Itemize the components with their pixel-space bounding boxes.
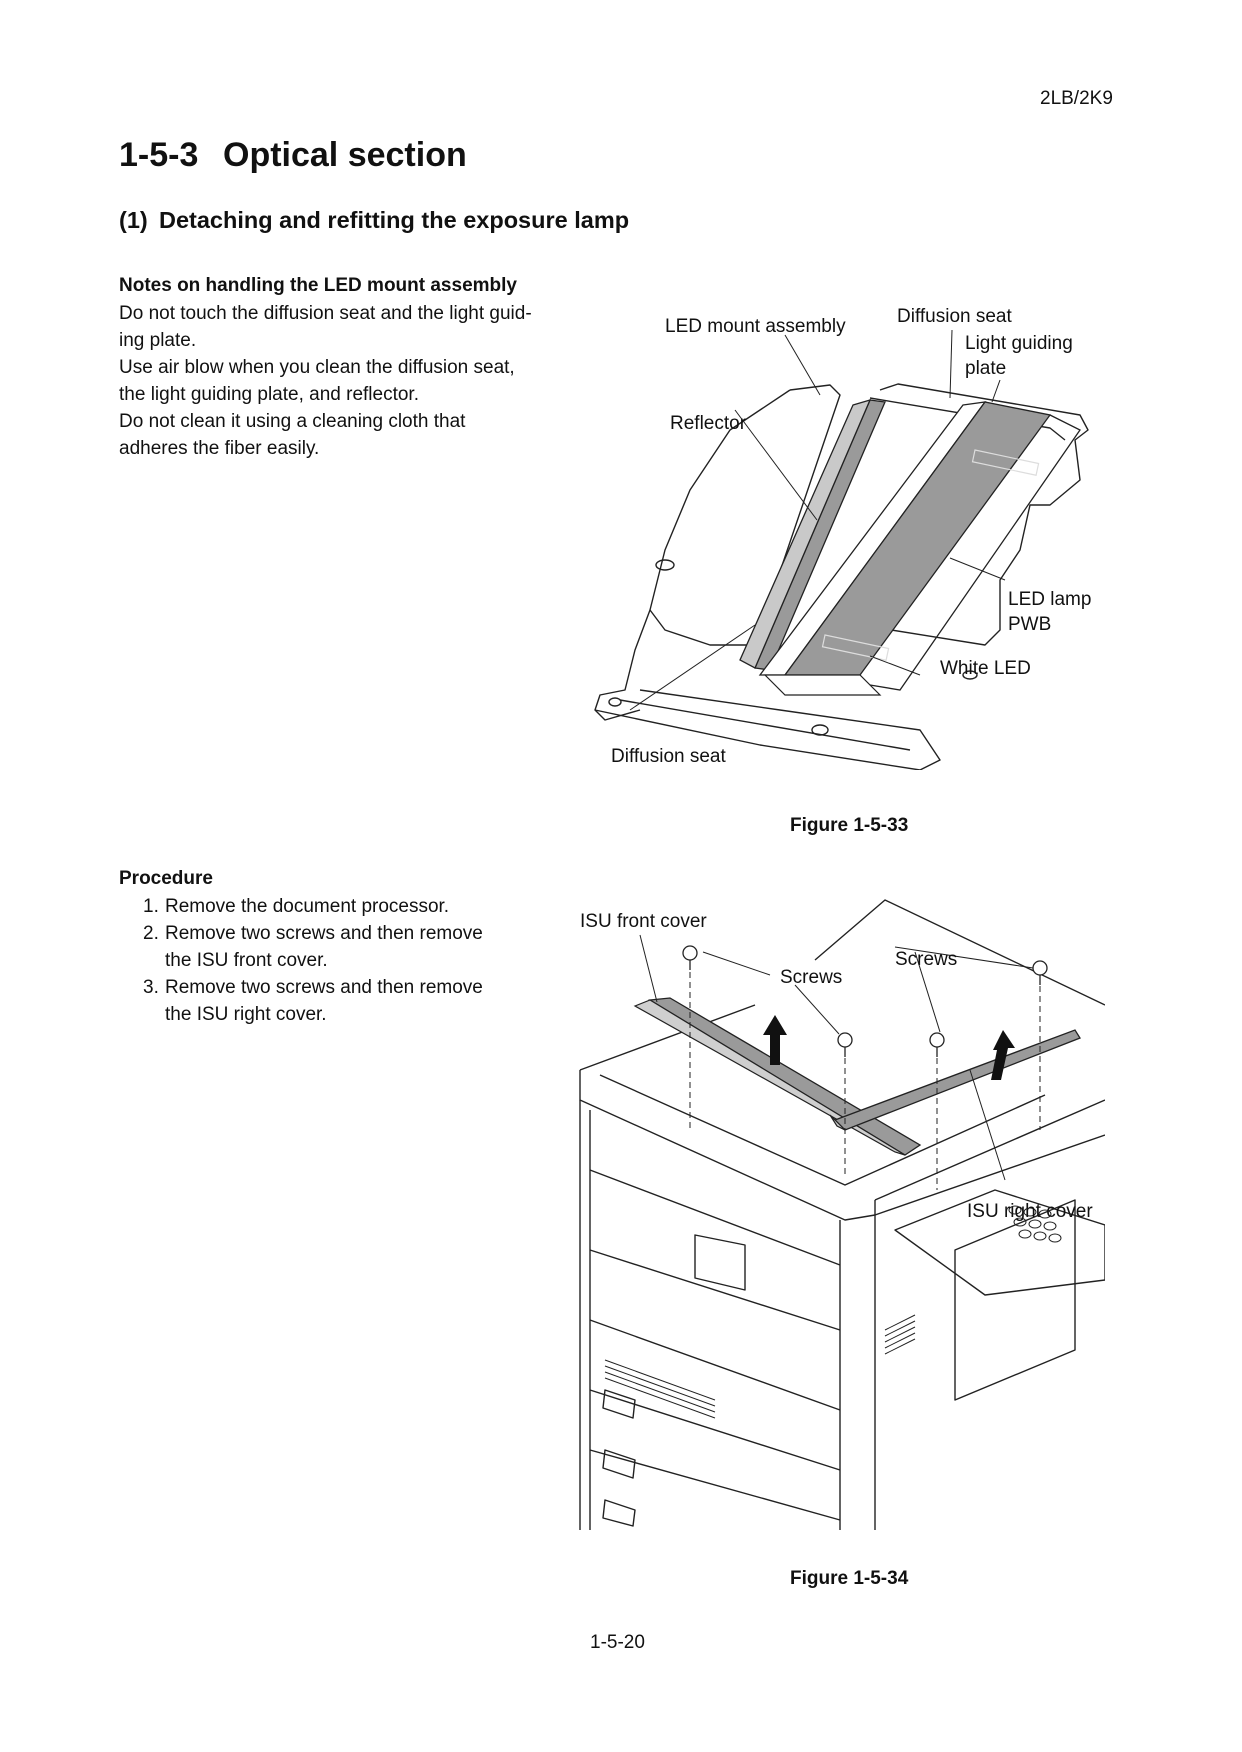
led-mount-assembly-illustration — [594, 329, 1089, 770]
step-number: 3. — [143, 977, 159, 998]
label-line: PWB — [1008, 614, 1052, 635]
notes-line: ing plate. — [119, 330, 197, 351]
label-diffusion-seat-bottom: Diffusion seat — [611, 746, 726, 767]
label-led-lamp-pwb: LED lamp PWB — [1008, 587, 1091, 637]
label-isu-front-cover: ISU front cover — [580, 911, 707, 932]
step-text: Remove two screws and then remove the IS… — [165, 977, 483, 1025]
notes-line: the light guiding plate, and reflector. — [119, 384, 419, 405]
section-number: 1-5-3 — [119, 136, 199, 174]
label-white-led: White LED — [940, 658, 1031, 679]
label-reflector: Reflector — [670, 413, 747, 434]
section-title: 1-5-3 Optical section — [119, 136, 467, 175]
subsection-number: (1) — [119, 207, 148, 233]
notes-line: Do not touch the diffusion seat and the … — [119, 303, 532, 324]
label-line: LED lamp — [1008, 589, 1092, 610]
label-led-mount-assembly: LED mount assembly — [665, 316, 846, 337]
label-light-guiding-plate: Light guiding plate — [965, 331, 1073, 381]
figure-caption: Figure 1-5-34 — [790, 1568, 909, 1589]
label-screws-right: Screws — [895, 949, 958, 970]
notes-line: adheres the fiber easily. — [119, 438, 320, 459]
label-isu-right-cover: ISU right cover — [967, 1201, 1093, 1222]
page-number: 1-5-20 — [590, 1632, 645, 1653]
notes-heading: Notes on handling the LED mount assembly — [119, 275, 517, 296]
label-line: plate — [965, 358, 1007, 379]
label-screws-left: Screws — [780, 967, 843, 988]
isu-covers-illustration — [579, 899, 1105, 1530]
subsection-title-text: Detaching and refitting the exposure lam… — [159, 207, 630, 233]
label-line: Light guiding — [965, 333, 1073, 354]
figure-caption: Figure 1-5-33 — [790, 815, 909, 836]
label-diffusion-seat-top: Diffusion seat — [897, 306, 1012, 327]
procedure-step: 3. Remove two screws and then remove the … — [143, 974, 543, 1028]
notes-line: Use air blow when you clean the diffusio… — [119, 357, 515, 378]
procedure-heading: Procedure — [119, 868, 213, 889]
procedure-steps: 1. Remove the document processor. 2. Remov… — [143, 893, 543, 1028]
step-text: Remove the document processor. — [165, 896, 450, 917]
section-title-text: Optical section — [223, 136, 467, 174]
subsection-title: (1) Detaching and refitting the exposure … — [119, 207, 629, 234]
procedure-step: 1. Remove the document processor. — [143, 893, 543, 920]
document-id: 2LB/2K9 — [1040, 88, 1113, 109]
step-text: Remove two screws and then remove the IS… — [165, 923, 483, 971]
notes-line: Do not clean it using a cleaning cloth t… — [119, 411, 466, 432]
procedure-step: 2. Remove two screws and then remove the … — [143, 920, 543, 974]
step-number: 2. — [143, 923, 159, 944]
step-number: 1. — [143, 896, 159, 917]
notes-body: Do not touch the diffusion seat and the … — [119, 300, 579, 462]
